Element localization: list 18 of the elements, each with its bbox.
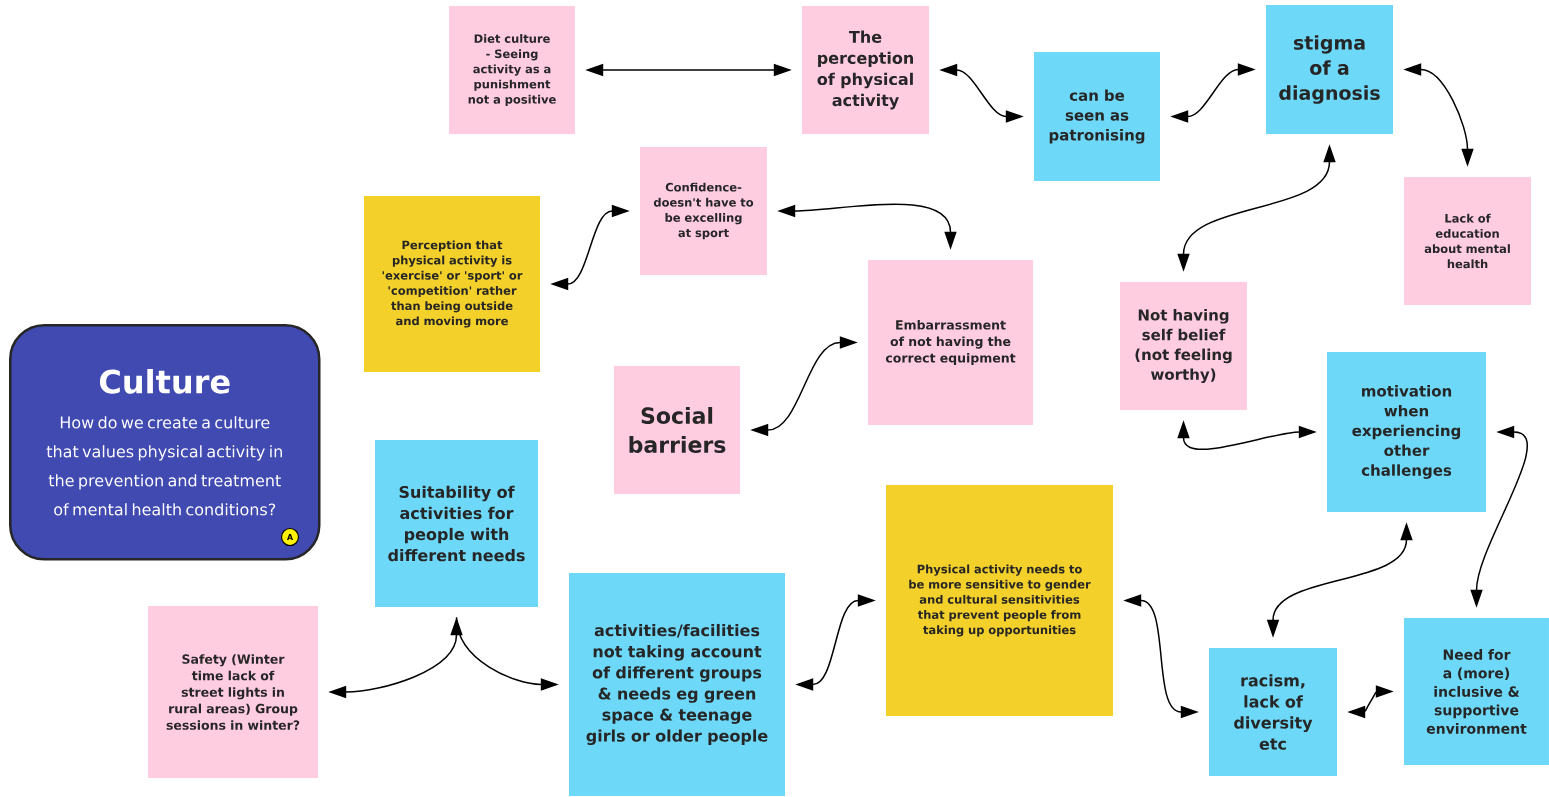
sticky-note: Physical activity needs to be more sensitive to gender and cultural sensitivities that prevent people from taking up opportunities [886, 485, 1113, 716]
sticky-note: Not having self belief (not feeling worthy) [1120, 282, 1247, 410]
sticky-note: activities/facilities not taking account of different groups & needs eg green space & teenage girls or older people [569, 573, 785, 796]
sticky-note: Lack of education about mental health [1404, 177, 1531, 305]
sticky-note: racism, lack of diversity etc [1209, 648, 1337, 776]
sticky-note: Embarrassment of not having the correct equipment [868, 260, 1033, 425]
avatar-badge: A [280, 527, 300, 547]
sticky-note: Suitability of activities for people with different needs [375, 440, 538, 607]
sticky-note: Need for a (more) inclusive & supportive environment [1404, 618, 1549, 765]
sticky-note: Social barriers [614, 366, 740, 494]
sticky-note: Diet culture - Seeing activity as a punishment not a positive [449, 6, 575, 134]
sticky-note: Perception that physical activity is 'exercise' or 'sport' or 'competition' rather than being outside and moving more [364, 196, 540, 372]
sticky-note: The perception of physical activity [802, 6, 929, 134]
sticky-note: stigma of a diagnosis [1266, 5, 1393, 134]
sticky-note: Confidence- doesn't have to be excelling at sport [640, 147, 767, 275]
sticky-note: motivation when experiencing other challenges [1327, 352, 1486, 512]
sticky-note: Safety (Winter time lack of street lights in rural areas) Group sessions in winter? [148, 606, 318, 778]
sticky-note: can be seen as patronising [1034, 52, 1160, 181]
